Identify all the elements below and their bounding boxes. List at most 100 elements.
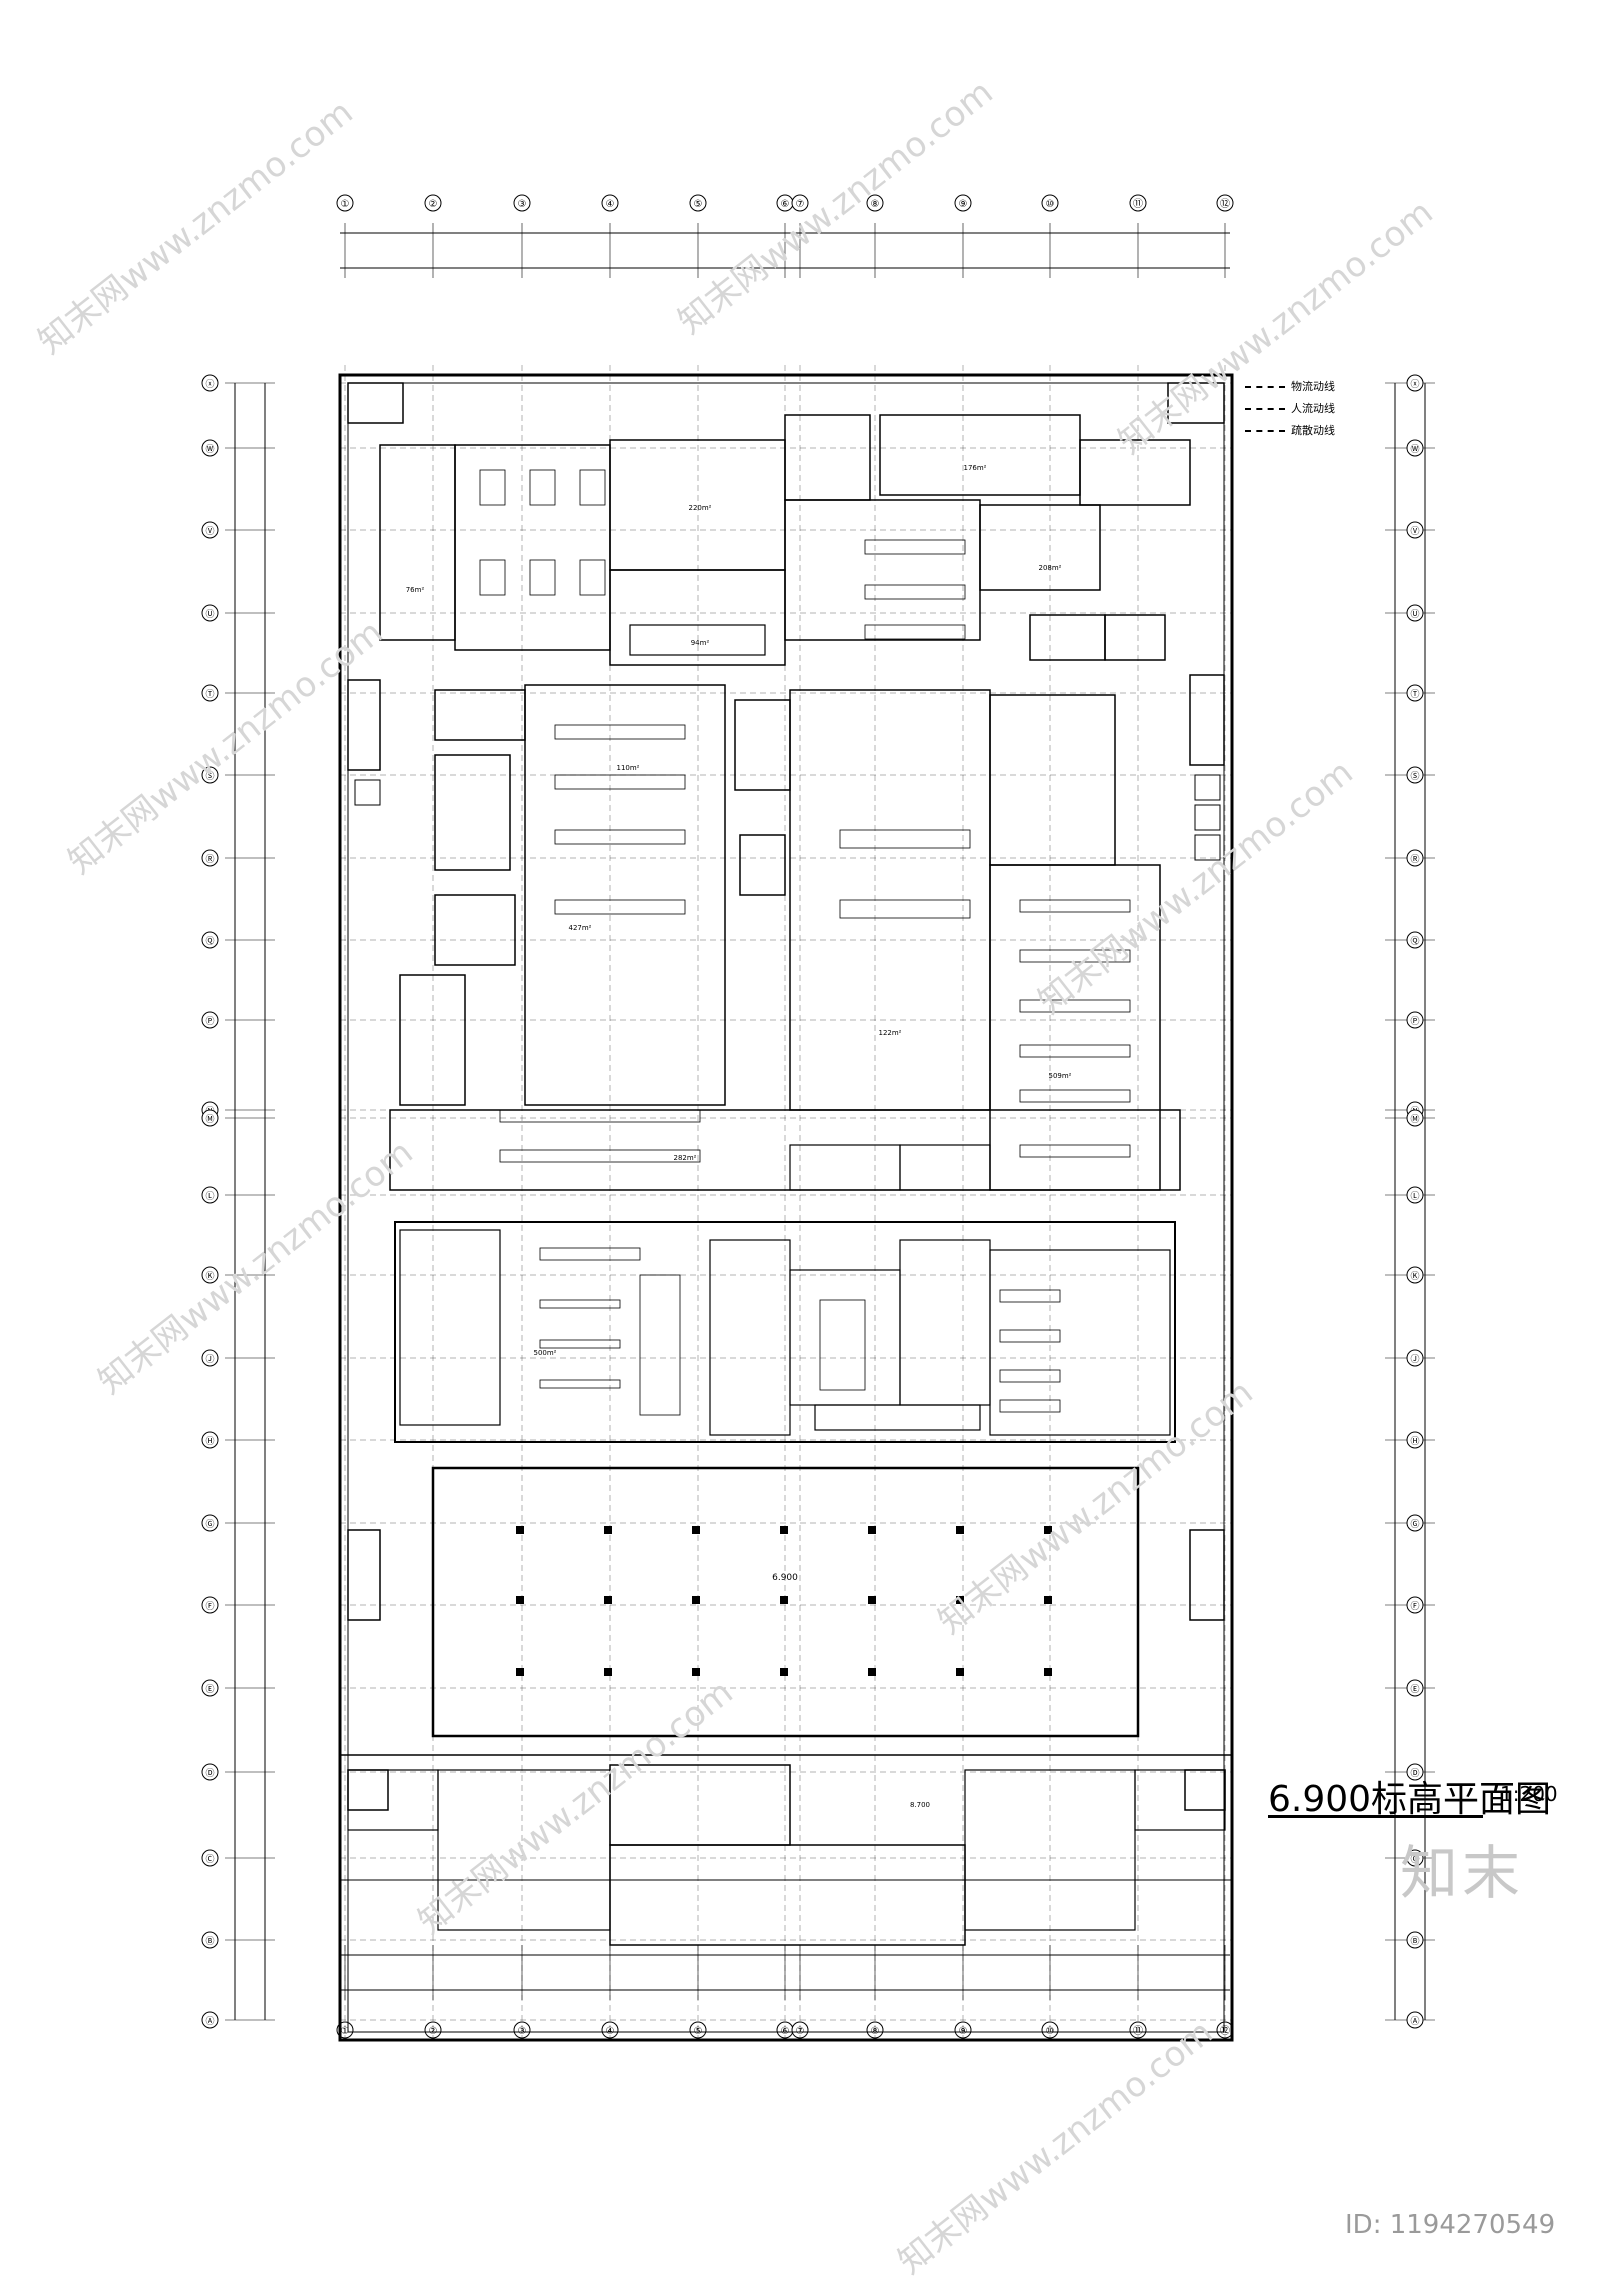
room (789, 1269, 901, 1406)
axis-label: Ⓗ (1410, 1436, 1419, 1447)
axis-bubble (1216, 194, 1234, 212)
stair-block (1184, 1769, 1226, 1811)
room-area-label: 500m² (534, 1349, 557, 1357)
axis-bubble (1406, 766, 1424, 784)
axis-label: Ⓓ (205, 1768, 214, 1779)
equipment-block (839, 899, 971, 919)
axis-bubble (201, 374, 219, 392)
elevator (354, 779, 381, 806)
axis-label: Ⓥ (205, 526, 214, 537)
axis-bubble (1406, 684, 1424, 702)
room (524, 684, 726, 1106)
room-area-label: 122m² (879, 1029, 902, 1037)
equipment-block (539, 1379, 621, 1389)
structural-column (868, 1668, 876, 1676)
axis-label: Ⓡ (205, 854, 214, 865)
structural-column (868, 1526, 876, 1534)
room (1134, 1769, 1226, 1831)
room (1079, 439, 1191, 506)
elevator (1194, 774, 1221, 801)
room (379, 444, 456, 641)
structural-column (956, 1526, 964, 1534)
structural-column (692, 1668, 700, 1676)
elevator (1194, 834, 1221, 861)
room (899, 1144, 991, 1191)
axis-bubble (201, 439, 219, 457)
structural-column (604, 1668, 612, 1676)
equipment-block (819, 1299, 866, 1391)
structural-column (868, 1596, 876, 1604)
axis-bubble (689, 194, 707, 212)
axis-bubble (201, 1431, 219, 1449)
exterior-wall-inner (347, 382, 1225, 2033)
structural-column (692, 1596, 700, 1604)
room (784, 499, 981, 641)
equipment-block (839, 829, 971, 849)
structural-column (780, 1596, 788, 1604)
legend-item: 人流动线 (1245, 400, 1335, 416)
axis-label: Ⓠ (205, 936, 214, 947)
axis-label: ⑧ (871, 199, 880, 210)
room (789, 1144, 901, 1191)
room (434, 754, 511, 871)
room (454, 444, 611, 651)
stair-block (347, 1529, 381, 1621)
axis-bubble (201, 684, 219, 702)
axis-bubble (1406, 1849, 1424, 1867)
axis-bubble (201, 1849, 219, 1867)
axis-bubble (601, 194, 619, 212)
axis-bubble (1406, 1514, 1424, 1532)
room-area-label: 76m² (406, 586, 425, 594)
stair-block (347, 1769, 389, 1811)
room-area-label: 94m² (691, 639, 710, 647)
axis-label: Ⓒ (1410, 1854, 1419, 1865)
equipment-block (999, 1289, 1061, 1303)
axis-bubble (201, 1514, 219, 1532)
equipment-block (579, 469, 606, 506)
room (784, 414, 871, 501)
room-area-label: 509m² (1049, 1072, 1072, 1080)
room-area-label: 110m² (617, 764, 640, 772)
axis-label: ① (341, 199, 350, 210)
axis-label: Ⓤ (1410, 609, 1419, 620)
equipment-block (864, 584, 966, 600)
room (739, 834, 786, 896)
room (609, 1844, 966, 1946)
structural-column (780, 1668, 788, 1676)
equipment-block (529, 559, 556, 596)
axis-label: ② (429, 199, 438, 210)
axis-label: Ⓢ (205, 771, 214, 782)
room (399, 974, 466, 1106)
room (814, 1404, 981, 1431)
room (989, 694, 1116, 866)
equipment-block (499, 1149, 701, 1163)
structural-column (956, 1596, 964, 1604)
axis-label: ⑥ (781, 199, 790, 210)
axis-bubble (1406, 1431, 1424, 1449)
axis-label: ⓧ (205, 379, 214, 390)
equipment-block (1019, 1144, 1131, 1158)
axis-bubble (336, 194, 354, 212)
axis-bubble (1041, 194, 1059, 212)
equipment-block (999, 1399, 1061, 1413)
axis-bubble (201, 931, 219, 949)
equipment-block (539, 1299, 621, 1309)
elevator (1194, 804, 1221, 831)
axis-label: Ⓙ (1410, 1354, 1419, 1365)
axis-label: ⑪ (1133, 2025, 1143, 2037)
axis-label: Ⓜ (205, 1114, 214, 1125)
room (964, 1769, 1136, 1931)
equipment-block (554, 724, 686, 740)
axis-bubble (201, 521, 219, 539)
axis-label: Ⓖ (205, 1519, 214, 1530)
axis-label: Ⓟ (1410, 1016, 1419, 1027)
axis-label: Ⓓ (1410, 1768, 1419, 1779)
axis-bubble (1129, 194, 1147, 212)
axis-bubble (1406, 1109, 1424, 1127)
stair-block (347, 382, 404, 424)
axis-label: Ⓣ (205, 689, 214, 700)
legend-label: 物流动线 (1291, 380, 1335, 393)
elevation-label: 6.900 (772, 1573, 798, 1583)
room (1104, 614, 1166, 661)
equipment-block (1019, 949, 1131, 963)
